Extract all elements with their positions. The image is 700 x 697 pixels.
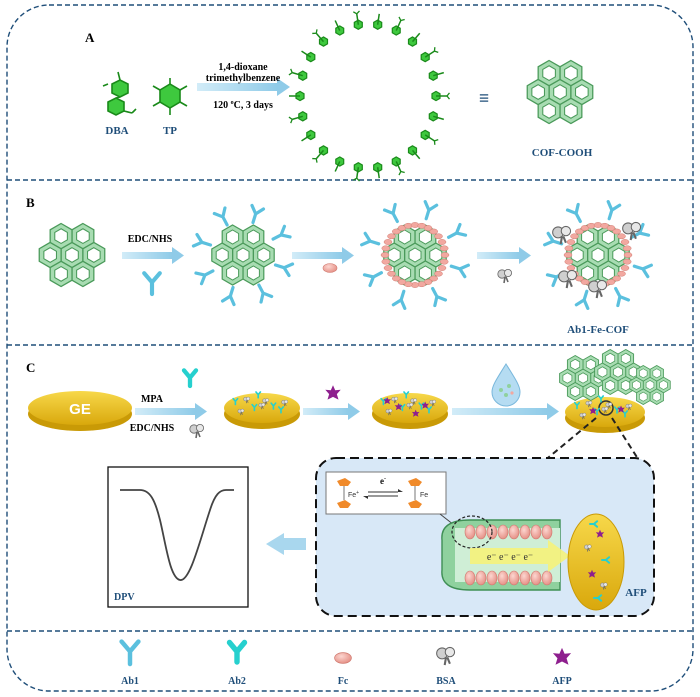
probe-droplet-icon: [491, 363, 521, 407]
mpa-arrow: [135, 403, 207, 420]
solvent-line-1: 1,4-dioxane: [218, 62, 268, 73]
redox-equilibrium-arrow: [363, 489, 403, 499]
cof-framework-icon: [39, 224, 105, 287]
tp-label: TP: [163, 125, 177, 137]
legend-ab2-label: Ab2: [228, 676, 246, 687]
probe-step-arrow: [452, 403, 559, 420]
electron-label: e-: [380, 476, 386, 486]
ferrocene-redox-inset: Fe+ e- Fe: [325, 471, 447, 515]
ferrocene-icon: [408, 478, 422, 508]
channel-electrons-label: e⁻ e⁻ e⁻ e⁻: [487, 552, 533, 563]
panel-b: B EDC/NHS Ab1-Fe-COF: [26, 195, 653, 336]
reaction-condition: 120 oC, 3 days: [213, 100, 273, 111]
zoom-line-right: [611, 417, 641, 463]
afp-target-label: AFP: [625, 587, 647, 599]
legend-fc-icon: [334, 652, 352, 664]
panel-c-letter: C: [26, 360, 35, 375]
bsa-reagent-icon: [496, 268, 513, 284]
panel-a-letter: A: [85, 30, 95, 45]
signal-output-arrow: [266, 533, 306, 555]
cof-ab1-conjugate-icon: [191, 203, 295, 307]
edc-nhs-label: EDC/NHS: [128, 234, 173, 245]
solvent-line-2: trimethylbenzene: [206, 73, 281, 84]
tp-molecule-icon: [152, 78, 188, 115]
afp-captured-electrode-icon: [372, 391, 448, 429]
legend-ab1-icon: [122, 642, 139, 664]
sandwich-immunosensor-icon: [560, 350, 671, 433]
cof-cooh-framework-icon: [527, 61, 593, 124]
fc-plus-label: Fe+: [348, 490, 359, 499]
dba-label: DBA: [105, 125, 128, 137]
legend-ab1-label: Ab1: [121, 676, 139, 687]
legend-bsa-label: BSA: [436, 676, 456, 687]
cof-ring-structure-icon: [288, 10, 450, 182]
ab1-fc-cof-icon: [360, 200, 470, 310]
panel-b-letter: B: [26, 195, 35, 210]
legend-afp-label: AFP: [552, 676, 571, 687]
fc-reagent-icon: [322, 263, 338, 273]
electron-transfer-arrow: [470, 540, 570, 572]
dpv-label: DPV: [114, 592, 135, 603]
ab1-fe-cof-probe-icon: [543, 200, 653, 310]
electrode-cross-section-icon: [567, 513, 625, 611]
equivalence-symbol: ≡: [479, 88, 489, 108]
ferrocenium-icon: [337, 478, 351, 508]
dpv-plot: DPV: [107, 466, 249, 608]
gold-electrode-icon: [28, 391, 132, 431]
ab2-reagent-icon: [184, 370, 196, 386]
legend-afp-icon: [552, 647, 572, 665]
electrode-label: GE: [69, 401, 91, 418]
outer-frame: [6, 4, 694, 692]
legend-fc-label: Fc: [338, 676, 349, 687]
legend: Ab1 Ab2 Fc BSA AFP: [121, 642, 572, 687]
edc-nhs-arrow: [122, 247, 184, 264]
zoom-line-left: [542, 417, 597, 463]
afp-reagent-icon: [325, 385, 341, 400]
panel-c: C GE MPA EDC/NHS: [26, 350, 670, 617]
mpa-label: MPA: [141, 394, 164, 405]
dpv-curve: [120, 489, 234, 581]
edc-nhs-step-label: EDC/NHS: [130, 423, 175, 434]
reaction-arrow: [197, 78, 290, 96]
fc-step-arrow: [292, 247, 354, 264]
fc-label: Fe: [420, 492, 428, 499]
dba-molecule-icon: [102, 71, 137, 116]
panel-a: A DBA TP 1,4-dioxane tri: [85, 10, 593, 182]
ab1-antibody-icon: [144, 273, 160, 294]
bsa-blocking-icon: [189, 423, 205, 439]
cof-cooh-label: COF-COOH: [532, 147, 593, 159]
bsa-step-arrow: [477, 247, 531, 264]
legend-bsa-icon: [435, 646, 456, 667]
ab2-bsa-electrode-icon: [224, 391, 300, 429]
ab1-fe-cof-label: Ab1-Fe-COF: [567, 324, 629, 336]
legend-ab2-icon: [230, 643, 245, 663]
afp-step-arrow: [303, 403, 360, 420]
